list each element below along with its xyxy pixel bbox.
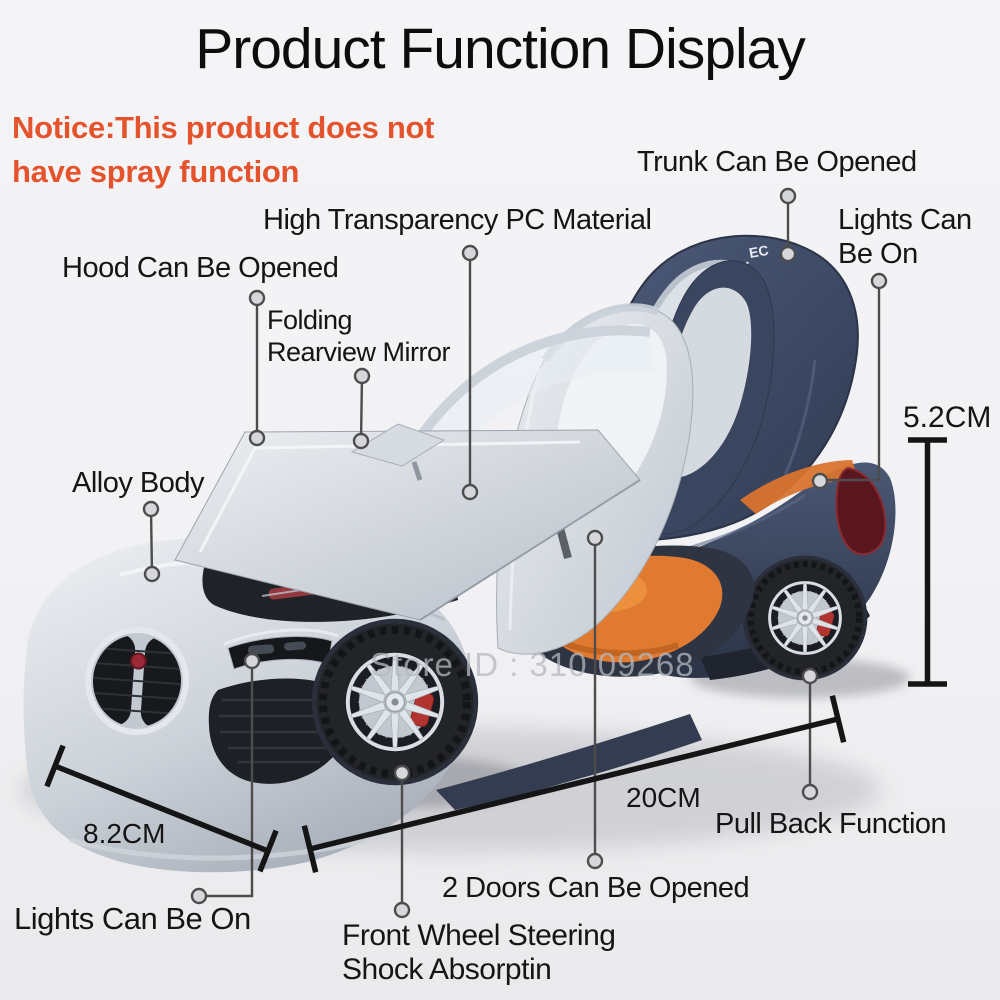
label-trunk: Trunk Can Be Opened <box>637 146 917 178</box>
label-high-transparency: High Transparency PC Material <box>263 204 652 236</box>
callout-line-hood <box>248 289 266 447</box>
side-skirt <box>436 714 702 810</box>
trunk-badge: EC <box>748 242 770 261</box>
label-folding-mirror: Folding Rearview Mirror <box>267 305 451 367</box>
tail-light <box>835 466 887 556</box>
label-pull-back: Pull Back Function <box>715 808 947 840</box>
label-dimension-front-width: 8.2CM <box>83 818 166 849</box>
front-body <box>23 535 471 873</box>
callout-line-front-wheel <box>393 764 411 919</box>
callout-line-lights-bottom-left <box>190 652 261 905</box>
notice-text: Notice:This product does not have spray … <box>12 110 435 190</box>
store-watermark: Store ID : 310 09268 <box>370 646 695 683</box>
front-grille <box>84 627 190 735</box>
callout-line-two-doors <box>586 529 604 870</box>
dimension-line-length <box>301 695 847 873</box>
label-alloy-body: Alloy Body <box>72 467 205 499</box>
callout-line-high-transparency <box>461 244 479 501</box>
label-front-wheel: Front Wheel Steering Shock Absorptin <box>342 919 616 986</box>
label-dimension-length: 20CM <box>626 782 701 813</box>
label-two-doors: 2 Doors Can Be Opened <box>442 872 750 904</box>
label-lights-bottom-left: Lights Can Be On <box>14 901 251 936</box>
dimension-line-front-width <box>44 744 279 873</box>
open-hood-panel <box>174 429 641 621</box>
dimension-line-height <box>908 437 947 687</box>
label-lights-top-right: Lights Can Be On <box>838 204 972 270</box>
label-dimension-height: 5.2CM <box>903 401 992 434</box>
rearview-mirror <box>350 423 446 481</box>
callout-line-alloy-body <box>142 500 161 583</box>
page-title: Product Function Display <box>195 17 806 81</box>
label-hood: Hood Can Be Opened <box>62 252 339 284</box>
callout-line-pull-back <box>801 667 819 801</box>
callout-line-trunk <box>779 187 797 263</box>
windshield-frame <box>410 325 653 462</box>
callout-line-lights-top-right <box>811 272 888 490</box>
callout-line-mirror <box>352 367 371 450</box>
